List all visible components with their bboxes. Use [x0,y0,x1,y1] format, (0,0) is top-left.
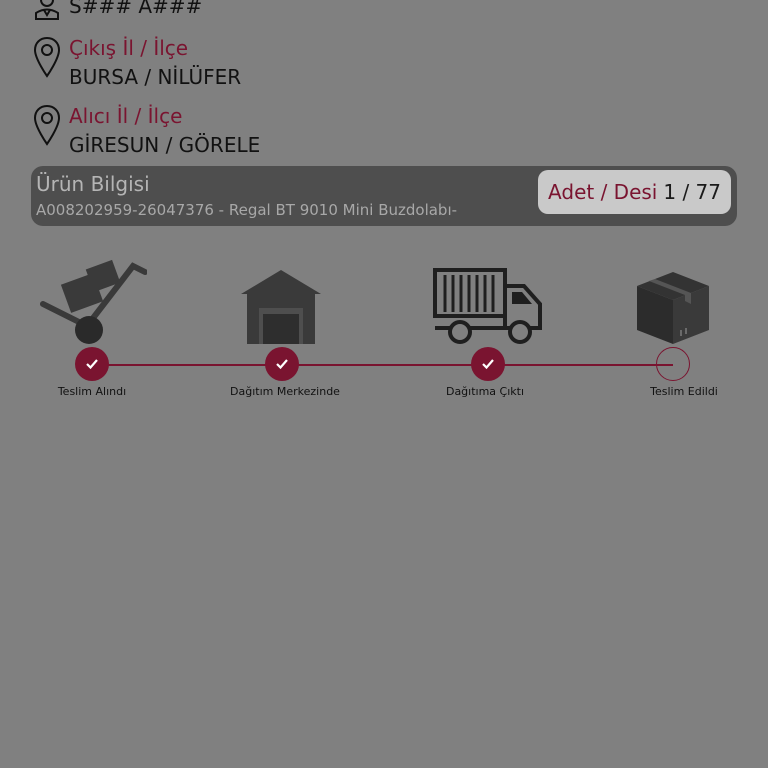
step-label: Dağıtıma Çıktı [445,385,525,398]
delivery-truck-icon [432,266,544,350]
location-pin-icon [32,36,62,78]
step-distribution-center [181,255,381,350]
check-icon [482,359,494,370]
product-info-card: Ürün Bilgisi A008202959-26047376 - Regal… [31,166,737,226]
product-description: A008202959-26047376 - Regal BT 9010 Mini… [36,201,458,219]
destination-row: Alıcı İl / İlçe GİRESUN / GÖRELE [32,104,260,157]
step-status-done [471,347,505,381]
check-icon [276,359,288,370]
location-pin-icon [32,104,62,146]
person-icon [32,0,62,20]
destination-label: Alıcı İl / İlçe [69,104,183,128]
step-label: Teslim Alındı [57,385,127,398]
step-status-done [75,347,109,381]
sender-row: S### A### [32,0,202,20]
tracking-progress-line [92,364,673,366]
step-label: Dağıtım Merkezinde [230,385,340,398]
step-status-pending [656,347,690,381]
step-out-for-delivery [388,255,588,350]
product-title: Ürün Bilgisi [36,172,150,196]
check-icon [86,359,98,370]
quantity-value: 1 / 77 [663,180,721,204]
step-delivered [573,255,768,350]
origin-value: BURSA / NİLÜFER [69,65,242,89]
warehouse-icon [239,266,323,350]
destination-value: GİRESUN / GÖRELE [69,133,261,157]
hand-truck-icon [37,256,148,350]
step-picked-up [0,255,192,350]
origin-row: Çıkış İl / İlçe BURSA / NİLÜFER [32,36,241,89]
sender-name: S### A### [69,0,203,18]
origin-label: Çıkış İl / İlçe [69,36,189,60]
quantity-badge: Adet / Desi 1 / 77 [538,170,731,214]
step-status-done [265,347,299,381]
package-box-icon [633,268,713,350]
quantity-label: Adet / Desi [548,180,658,204]
step-label: Teslim Edildi [650,385,718,398]
